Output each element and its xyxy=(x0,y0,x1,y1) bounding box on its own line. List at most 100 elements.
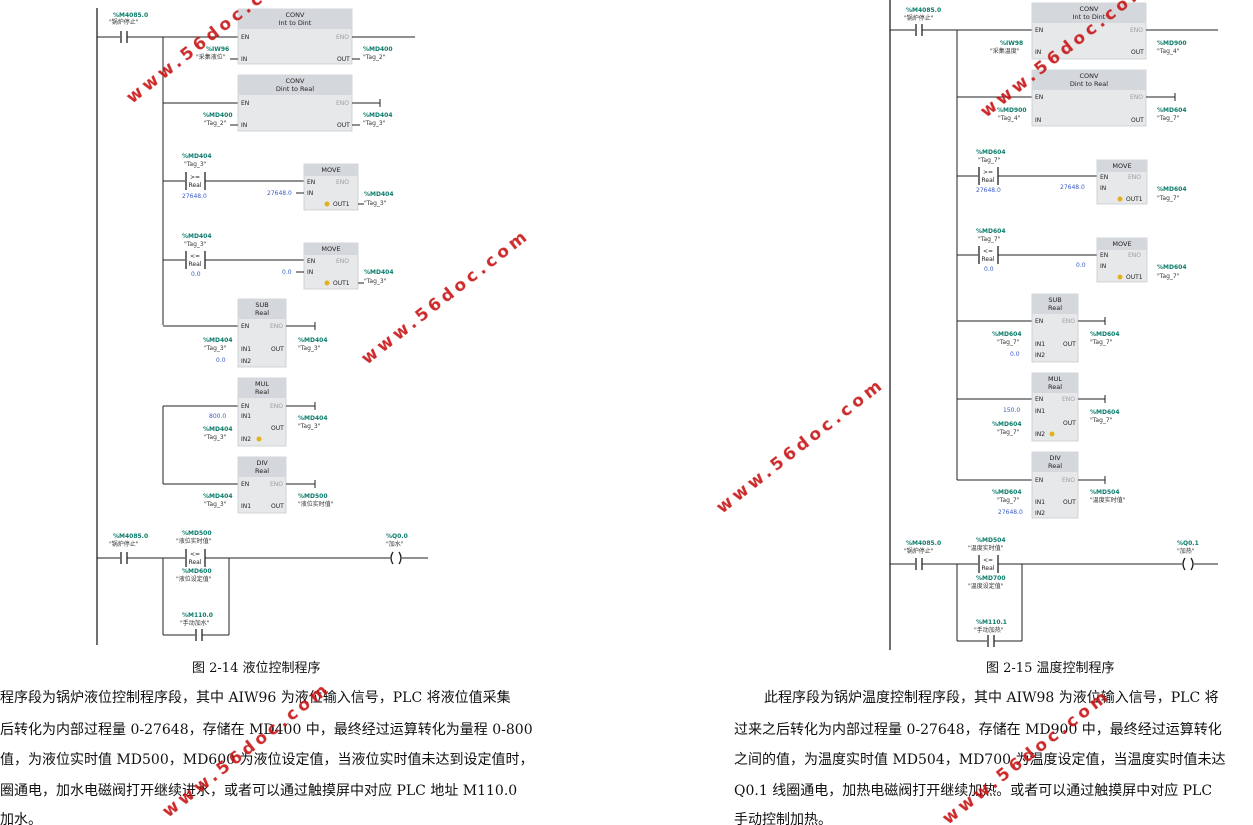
paragraph-line: 此程序段为锅炉温度控制程序段，其中 AIW98 为液位输入信号，PLC 将 xyxy=(764,690,1219,706)
tag-temp-actual: "温度实时值" xyxy=(1090,496,1126,504)
tag-add-water: "加水" xyxy=(386,540,404,548)
addr-md604: %MD604 xyxy=(992,331,1022,338)
pin-eno: ENO xyxy=(1130,27,1143,34)
pin-en: EN xyxy=(307,179,315,186)
block-subtitle: Real xyxy=(1048,304,1062,312)
pin-eno: ENO xyxy=(270,403,283,410)
block-title: CONV xyxy=(286,77,306,85)
pin-en: EN xyxy=(241,323,249,330)
tag-3: "Tag_3" xyxy=(364,278,387,285)
pin-out1: OUT1 xyxy=(1126,196,1143,203)
tag-3: "Tag_3" xyxy=(184,241,207,248)
pin-in: IN xyxy=(241,122,247,129)
block-subtitle: Dint to Real xyxy=(276,85,314,93)
tag-7: "Tag_7" xyxy=(1157,115,1180,122)
tag-stop: "锅炉停止" xyxy=(109,540,139,548)
addr-md404: %MD404 xyxy=(364,191,394,198)
block-title: CONV xyxy=(1080,72,1100,80)
pin-out: OUT xyxy=(1131,49,1144,56)
addr-md500: %MD500 xyxy=(298,493,328,500)
block-title: MOVE xyxy=(1112,162,1131,170)
const-27648: 27648.0 xyxy=(976,187,1001,194)
addr-md600: %MD600 xyxy=(182,568,212,575)
block-title: DIV xyxy=(1049,454,1061,462)
compare-type: Real xyxy=(982,256,995,263)
addr-md404: %MD404 xyxy=(203,337,233,344)
pin-en: EN xyxy=(1100,252,1108,259)
tag-3: "Tag_3" xyxy=(363,120,386,127)
pin-eno: ENO xyxy=(270,323,283,330)
paragraph-line: 圈通电，加水电磁阀打开继续进水，或者可以通过触摸屏中对应 PLC 地址 M110… xyxy=(0,782,517,799)
pin-eno: ENO xyxy=(270,481,283,488)
left-ladder-diagram: %M4085.0 "锅炉停止" CONV Int to Dint EN ENO … xyxy=(96,8,428,645)
watermark: www.56doc.com xyxy=(713,374,889,518)
const-0: 0.0 xyxy=(984,266,994,273)
addr-m110-0: %M110.0 xyxy=(182,612,213,619)
tag-2: "Tag_2" xyxy=(204,120,227,127)
block-subtitle: Int to Dint xyxy=(279,19,312,27)
block-title: CONV xyxy=(286,11,306,19)
addr-m4085: %M4085.0 xyxy=(906,7,941,14)
pin-out: OUT xyxy=(337,56,350,63)
pin-eno: ENO xyxy=(1062,396,1075,403)
figure-caption-right: 图 2-15 温度控制程序 xyxy=(986,660,1114,676)
tag-7: "Tag_7" xyxy=(997,339,1020,346)
const-0: 0.0 xyxy=(1010,351,1020,358)
const-800: 800.0 xyxy=(209,413,226,420)
paragraph-line: 程序段为锅炉液位控制程序段，其中 AIW96 为液位输入信号，PLC 将液位值采… xyxy=(0,689,511,706)
pin-en: EN xyxy=(241,403,249,410)
tag-stop: "锅炉停止" xyxy=(904,547,934,555)
compare-le: <= xyxy=(983,248,993,255)
pin-out: OUT xyxy=(271,346,284,353)
block-title: MOVE xyxy=(1112,240,1131,248)
block-subtitle: Dint to Real xyxy=(1070,80,1108,88)
addr-md404: %MD404 xyxy=(298,415,328,422)
const-0: 0.0 xyxy=(282,269,292,276)
compare-le: <= xyxy=(190,551,200,558)
pin-en: EN xyxy=(1035,396,1043,403)
pin-out: OUT xyxy=(1063,499,1076,506)
compare-le: <= xyxy=(983,557,993,564)
pin-en: EN xyxy=(1035,318,1043,325)
pin-eno: ENO xyxy=(336,258,349,265)
right-paragraph: 此程序段为锅炉温度控制程序段，其中 AIW98 为液位输入信号，PLC 将 过来… xyxy=(734,690,1225,825)
addr-md604: %MD604 xyxy=(992,489,1022,496)
addr-m110-1: %M110.1 xyxy=(976,619,1007,626)
tag-3: "Tag_3" xyxy=(298,345,321,352)
addr-md504: %MD504 xyxy=(1090,489,1120,496)
block-title: MUL xyxy=(1048,375,1062,383)
block-subtitle: Int to Dint xyxy=(1073,13,1106,21)
block-subtitle: Real xyxy=(1048,462,1062,470)
tag-7: "Tag_7" xyxy=(978,157,1001,164)
pin-eno: ENO xyxy=(1128,174,1141,181)
tag-temp-input: "采集温度" xyxy=(990,47,1020,55)
tag-manual-heat: "手动加热" xyxy=(974,626,1004,634)
compare-type: Real xyxy=(982,565,995,572)
pin-in: IN xyxy=(1100,185,1106,192)
pin-in2: IN2 xyxy=(1035,431,1045,438)
block-subtitle: Real xyxy=(1048,383,1062,391)
pin-eno: ENO xyxy=(1128,252,1141,259)
pin-in1: IN1 xyxy=(1035,341,1045,348)
paragraph-line: 加水。 xyxy=(0,812,42,825)
pin-out: OUT xyxy=(1063,341,1076,348)
const-150: 150.0 xyxy=(1003,407,1020,414)
block-title: MOVE xyxy=(321,166,340,174)
const-27648: 27648.0 xyxy=(998,509,1023,516)
pin-in2: IN2 xyxy=(1035,510,1045,517)
tag-3: "Tag_3" xyxy=(364,200,387,207)
tag-level-setpoint: "液位设定值" xyxy=(176,575,212,583)
pin-en: EN xyxy=(241,34,249,41)
compare-type: Real xyxy=(189,559,202,566)
pin-out: OUT xyxy=(337,122,350,129)
pin-in2: IN2 xyxy=(241,436,251,443)
addr-iw96: %IW96 xyxy=(206,46,229,53)
addr-m4085: %M4085.0 xyxy=(113,12,148,19)
tag-7: "Tag_7" xyxy=(997,497,1020,504)
paragraph-line: 手动控制加热。 xyxy=(734,812,832,825)
block-title: MUL xyxy=(255,380,269,388)
pin-eno: ENO xyxy=(1130,94,1143,101)
pin-in1: IN1 xyxy=(241,346,251,353)
tag-7: "Tag_7" xyxy=(1157,273,1180,280)
tag-3: "Tag_3" xyxy=(298,423,321,430)
